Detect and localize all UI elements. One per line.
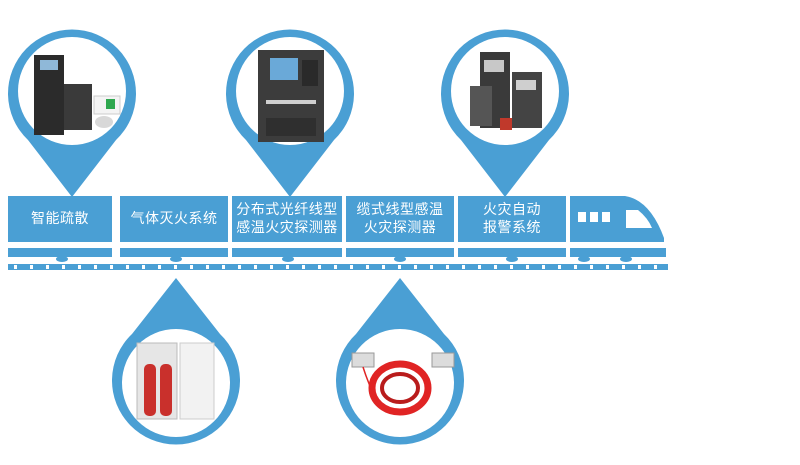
evacuation-equipment-image (34, 55, 121, 135)
gas-extinguishing-cylinders-image (136, 342, 215, 420)
rail-ties (14, 265, 657, 269)
car-underframe (458, 248, 566, 257)
car-label-line-2: 感温火灾探测器 (236, 220, 338, 236)
car-label-line-1: 火灾自动 (483, 202, 541, 218)
car-label-line-2: 报警系统 (483, 220, 541, 236)
car-label-line-1: 智能疏散 (31, 211, 89, 227)
train-car-fiber-detector: 分布式光纤线型 感温火灾探测器 (232, 196, 342, 242)
train-car-intelligent-evacuation: 智能疏散 (8, 196, 112, 242)
rail-track (8, 264, 668, 270)
car-underframe (346, 248, 454, 257)
alarm-pin (441, 29, 569, 197)
train-car-cable-detector: 缆式线型感温 火灾探测器 (346, 196, 454, 242)
car-underframe (8, 248, 112, 257)
train-head-icon (570, 196, 666, 257)
cable-pin (336, 278, 465, 445)
train-car-gas-extinguishing: 气体灭火系统 (120, 196, 228, 242)
car-label-line-1: 气体灭火系统 (130, 211, 218, 227)
car-underframe (120, 248, 228, 257)
fiber-optic-detector-cabinet-image (258, 50, 324, 142)
car-underframe (232, 248, 342, 257)
fire-alarm-controller-image (470, 52, 542, 130)
car-label-line-1: 缆式线型感温 (356, 202, 444, 218)
car-label-line-1: 分布式光纤线型 (236, 202, 338, 218)
car-label-line-2: 火灾探测器 (363, 220, 437, 236)
gas-pin (111, 278, 241, 445)
train (8, 196, 668, 270)
fiber-detector-pin (226, 29, 354, 197)
train-car-fire-alarm: 火灾自动 报警系统 (458, 196, 566, 242)
wheels (56, 256, 632, 262)
linear-heat-cable-image (351, 352, 455, 416)
evacuation-pin (8, 29, 137, 197)
